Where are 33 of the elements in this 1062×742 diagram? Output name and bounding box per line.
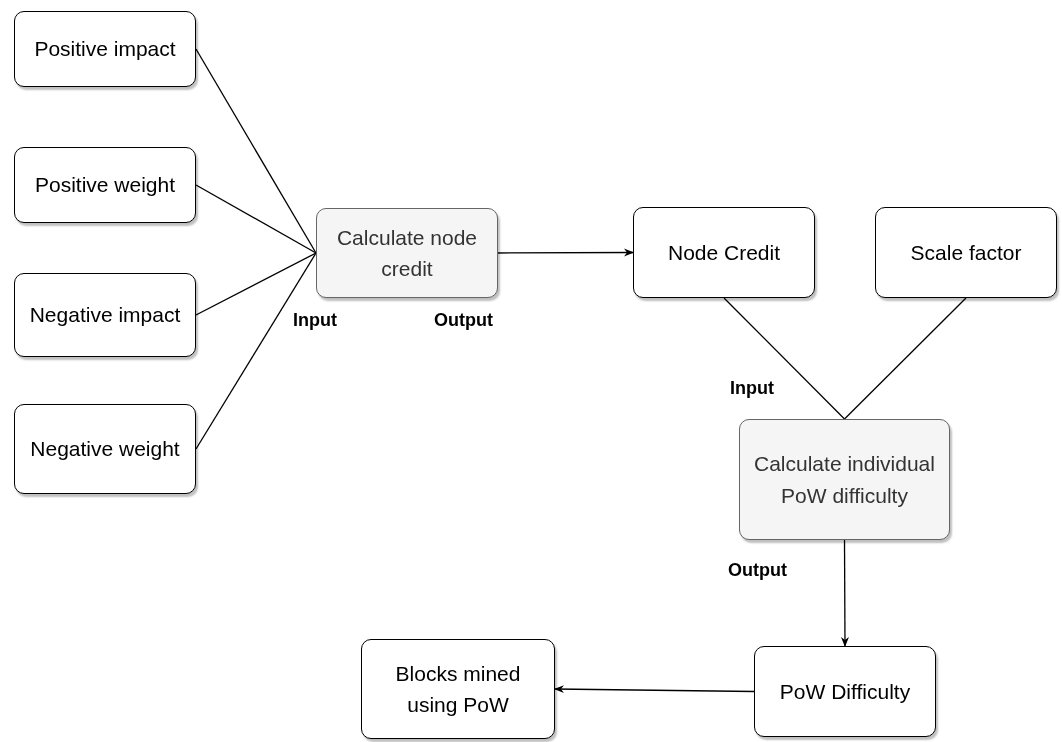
node-text: Scale factor [910,239,1022,266]
rounded-box [361,639,555,739]
connector-line [195,252,317,316]
connector-line [195,184,317,254]
node-text: Positive impact [34,36,176,63]
connector-line [843,297,967,420]
node-text: Calculate node credit [335,224,479,282]
process-box [316,208,498,298]
rounded-box [14,147,196,223]
port-label: Input [293,310,337,331]
rounded-box [14,273,196,357]
node-text: Positive weight [34,172,176,199]
node-text: Calculate individual PoW difficulty [753,451,936,509]
connector-line [195,48,317,254]
node-text: Negative weight [30,436,180,463]
port-label: Output [434,310,493,331]
node-text: Blocks mined using PoW [394,660,522,718]
rounded-box [14,404,196,494]
rounded-box [875,207,1057,298]
arrow [840,539,849,647]
rounded-box [633,207,815,298]
port-label: Output [728,560,787,581]
connector-line [195,252,317,450]
connector-line [723,297,846,420]
rounded-box [754,646,936,737]
process-box [739,419,950,540]
node-text: PoW Difficulty [779,678,911,705]
port-label: Input [730,378,774,399]
rounded-box [14,11,196,87]
arrow [497,248,634,257]
arrow [554,685,755,694]
node-text: Negative impact [29,302,181,329]
node-text: Node Credit [667,239,781,266]
